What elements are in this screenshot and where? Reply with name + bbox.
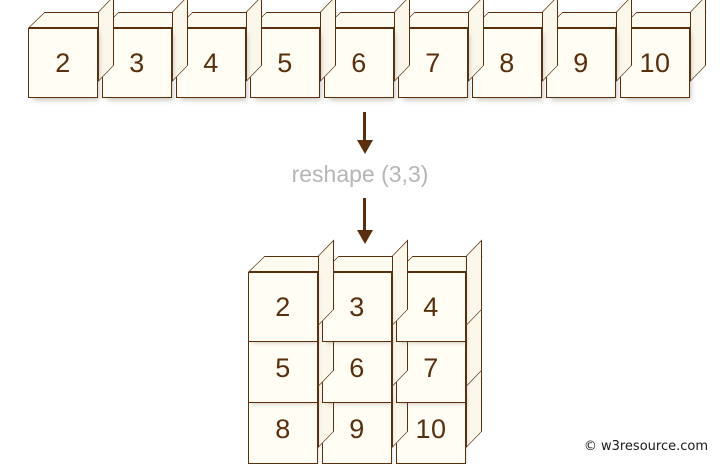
cube-value: 2 bbox=[248, 272, 318, 342]
array-cell: 2 bbox=[248, 239, 335, 342]
cube-value: 8 bbox=[248, 394, 318, 464]
arrow-shaft bbox=[363, 198, 366, 234]
cube-value: 2 bbox=[28, 28, 98, 98]
cube-value: 5 bbox=[248, 333, 318, 403]
cube-side-face bbox=[690, 0, 706, 82]
arrow-down-icon-bottom bbox=[356, 198, 374, 248]
watermark: © w3resource.com bbox=[583, 439, 708, 454]
arrow-down-icon-top bbox=[356, 112, 374, 156]
reshape-label: reshape (3,3) bbox=[0, 161, 720, 188]
arrow-shaft bbox=[363, 112, 366, 144]
arrow-head bbox=[357, 140, 373, 154]
reshape-shape-args: (3,3) bbox=[381, 161, 429, 187]
array-cell: 2 bbox=[28, 0, 115, 98]
reshape-operation-name: reshape bbox=[291, 161, 375, 187]
arrow-head bbox=[357, 230, 373, 244]
